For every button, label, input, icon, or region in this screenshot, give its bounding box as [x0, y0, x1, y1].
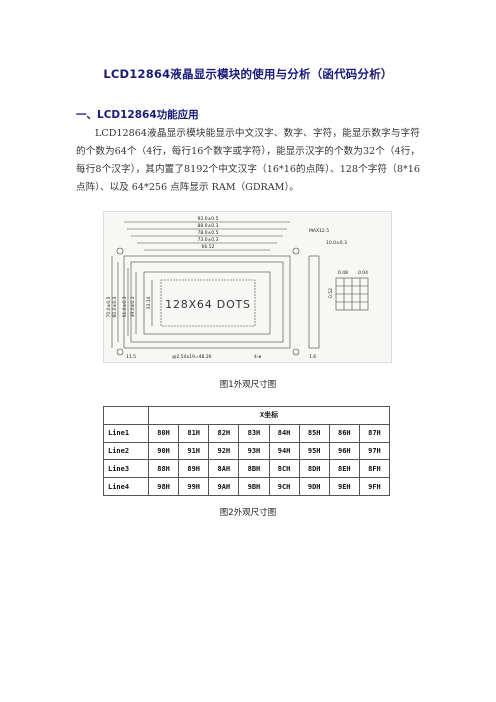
intro-paragraph: LCD12864液晶显示模块能显示中文汉字、数字、字符，能显示数字与字符的个数为… [76, 128, 420, 193]
dim-label: 88.0±0.3 [198, 223, 219, 229]
mount-hole [292, 247, 300, 255]
figure-caption: 图1外观尺寸图 [219, 380, 277, 390]
mount-hole [116, 247, 124, 255]
dot-label: 0.04 [358, 270, 368, 276]
screen-label: 128X64 DOTS [165, 298, 251, 311]
dim-label: 93.0±0.5 [198, 216, 219, 222]
vdim-label: 39.0±0.3 [130, 296, 136, 317]
figure-caption: 图2外观尺寸图 [219, 508, 277, 518]
side-label: MAX12.5 [309, 228, 329, 234]
table-header: X坐标 [148, 406, 390, 425]
pin-label: 4-ø [254, 354, 261, 360]
outer-board [123, 255, 291, 349]
module-frame [130, 261, 284, 343]
viewing-area [143, 271, 271, 335]
dim-label: 73.0±0.3 [198, 237, 219, 243]
mount-hole [116, 348, 124, 356]
section-heading: 一、LCD12864功能应用 [76, 109, 199, 121]
side-label: 10.0±0.3 [326, 240, 347, 246]
mount-hole [292, 348, 300, 356]
pin-label: @2.54x19=48.26 [172, 354, 212, 360]
dimension-drawing: 93.0±0.5 88.0±0.3 78.0±0.5 73.0±0.3 66.5… [103, 211, 392, 363]
side-label: 1.6 [309, 354, 316, 360]
side-profile [308, 255, 320, 349]
vdim-label: 60.0±0.3 [112, 296, 118, 317]
dot-label: 0.52 [328, 288, 334, 298]
dim-label: 66.52 [202, 244, 215, 250]
vdim-label: 51.0±0.3 [122, 296, 128, 317]
dot-label: 0.48 [338, 270, 348, 276]
active-area [160, 279, 256, 327]
table-corner [103, 406, 149, 425]
vdim-label: 70.0±0.5 [106, 296, 112, 317]
table-header-row: X坐标 [103, 406, 390, 425]
lcd-outline-svg: 93.0±0.5 88.0±0.3 78.0±0.5 73.0±0.3 66.5… [106, 216, 369, 360]
pin-label: 11.5 [126, 354, 136, 360]
dim-label: 78.0±0.5 [198, 230, 219, 236]
document-title: LCD12864液晶显示模块的使用与分析（函代码分析） [103, 67, 393, 81]
vdim-label: 33.14 [146, 296, 152, 309]
